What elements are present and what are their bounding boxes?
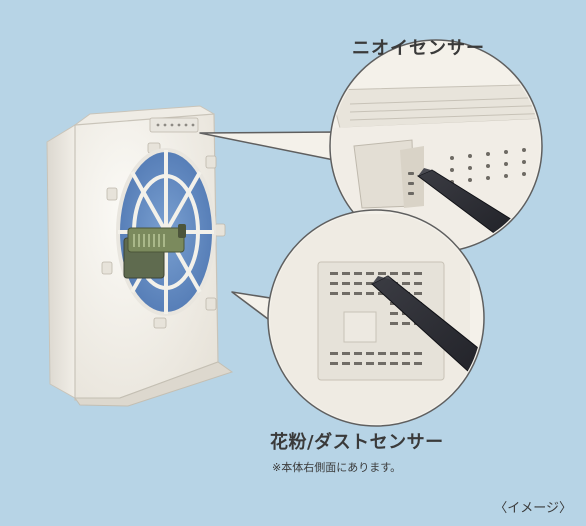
sensor-module (123, 224, 186, 279)
image-note: 〈イメージ〉 (494, 501, 572, 516)
odor-sensor-label: ニオイセンサー (352, 38, 485, 59)
dust-sensor-callout (231, 209, 485, 427)
sensor-location-note: ※本体右側面にあります。 (272, 461, 402, 474)
pollen-dust-sensor-label: 花粉/ダストセンサー (270, 432, 444, 453)
